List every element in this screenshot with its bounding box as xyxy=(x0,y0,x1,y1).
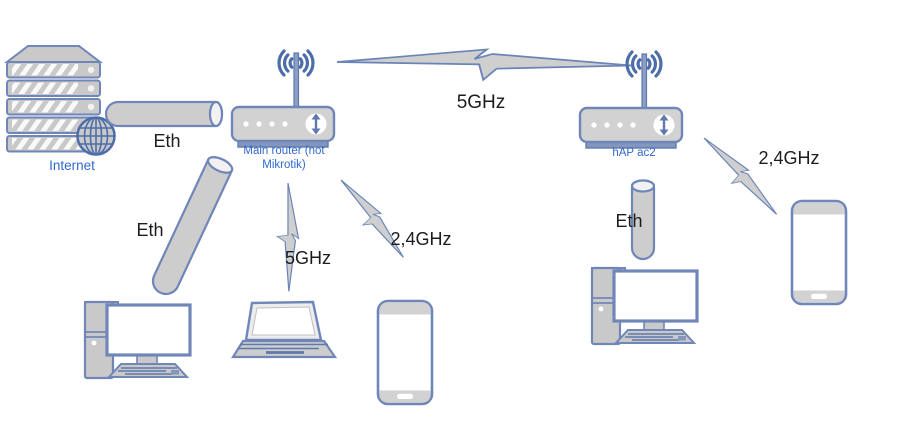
wireless-bolt-5ghz-backbone xyxy=(335,40,633,89)
label-5ghz-backbone: 5GHz xyxy=(456,92,506,113)
label-main-router: Main router (not Mikrotik) xyxy=(243,145,325,171)
eth-pipe-internet-to-router xyxy=(104,100,224,128)
wireless-bolt-24ghz-phone-right xyxy=(697,128,782,225)
desktop-computer-left-icon xyxy=(83,300,192,380)
laptop-icon xyxy=(231,300,338,359)
internet-server-icon xyxy=(4,45,116,156)
smartphone-center-icon xyxy=(376,299,434,406)
label-5ghz-laptop: 5GHz xyxy=(284,248,332,268)
eth-pipe-router-to-desktop xyxy=(149,154,235,298)
label-internet: Internet xyxy=(49,158,95,173)
eth-pipe-hap-to-desktop xyxy=(632,181,654,260)
main-router-icon xyxy=(230,49,336,149)
globe-icon xyxy=(76,116,116,156)
label-eth-top: Eth xyxy=(153,131,181,151)
label-24ghz-center: 2,4GHz xyxy=(390,229,452,249)
label-24ghz-right: 2,4GHz xyxy=(758,148,820,168)
label-eth-right: Eth xyxy=(615,211,643,231)
wireless-bolt-5ghz-laptop xyxy=(272,181,303,293)
desktop-computer-right-icon xyxy=(590,266,699,346)
wireless-bolt-24ghz-phone-center xyxy=(334,171,409,267)
smartphone-right-icon xyxy=(790,199,848,306)
label-eth-left: Eth xyxy=(136,220,164,240)
label-hap-ac2: hAP ac2 xyxy=(612,147,656,159)
